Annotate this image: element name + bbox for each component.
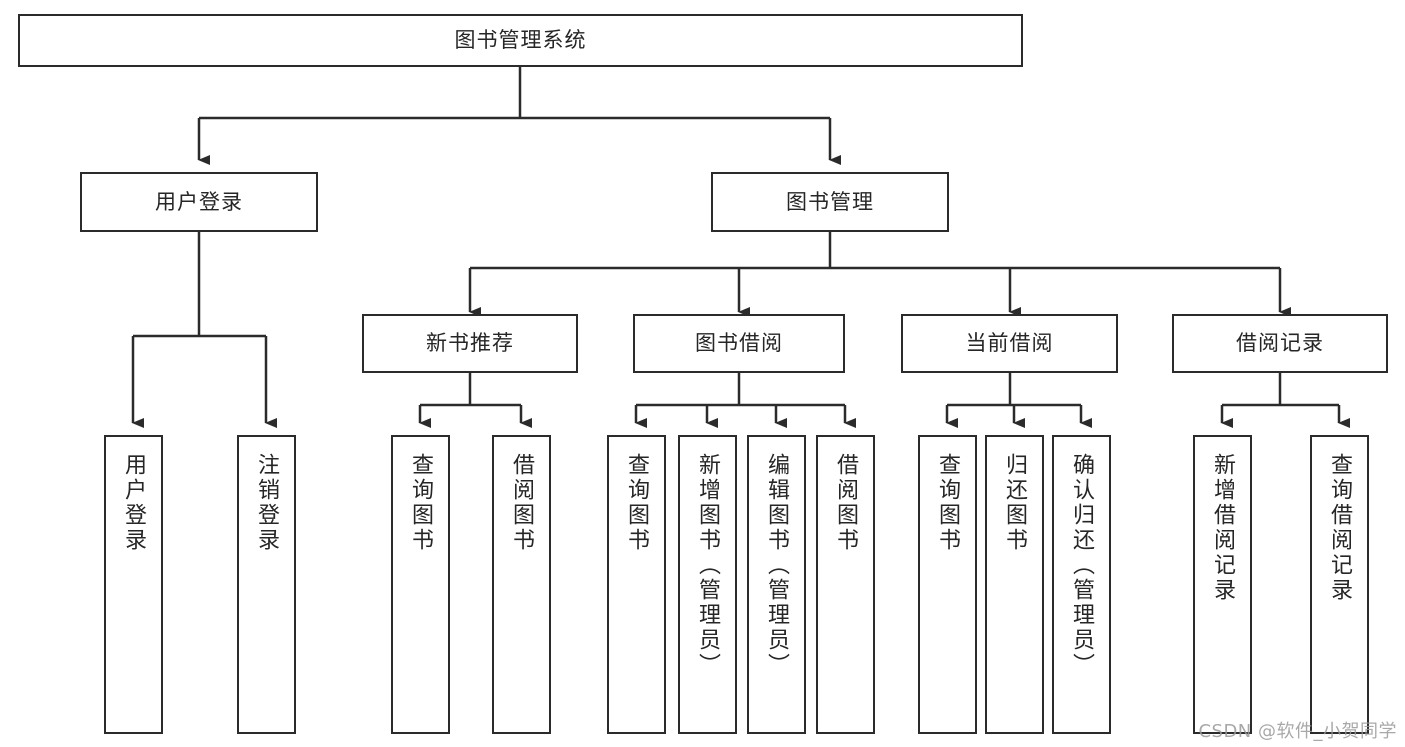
node-borrow-record[interactable]: 借阅记录 bbox=[1172, 314, 1388, 373]
node-label: 新书推荐 bbox=[426, 331, 514, 356]
node-new-book-recommend[interactable]: 新书推荐 bbox=[362, 314, 578, 373]
leaf-user-login-logout[interactable]: 注销登录 bbox=[237, 435, 296, 734]
leaf-user-login-login[interactable]: 用户登录 bbox=[104, 435, 163, 734]
node-label: 借阅图书 bbox=[509, 453, 535, 553]
node-label: 新增图书（管理员） bbox=[695, 453, 721, 678]
leaf-current-return-book[interactable]: 归还图书 bbox=[985, 435, 1044, 734]
leaf-current-query-book[interactable]: 查询图书 bbox=[918, 435, 977, 734]
leaf-borrow-edit-book-admin[interactable]: 编辑图书（管理员） bbox=[747, 435, 806, 734]
leaf-borrow-borrow-book[interactable]: 借阅图书 bbox=[816, 435, 875, 734]
node-label: 图书借阅 bbox=[695, 331, 783, 356]
node-label: 新增借阅记录 bbox=[1210, 453, 1236, 603]
leaf-record-add-record[interactable]: 新增借阅记录 bbox=[1193, 435, 1252, 734]
node-label: 编辑图书（管理员） bbox=[764, 453, 790, 678]
leaf-recommend-borrow-book[interactable]: 借阅图书 bbox=[492, 435, 551, 734]
node-label: 用户登录 bbox=[121, 453, 147, 553]
node-label: 查询借阅记录 bbox=[1327, 453, 1353, 603]
node-label: 查询图书 bbox=[408, 453, 434, 553]
node-label: 归还图书 bbox=[1002, 453, 1028, 553]
node-label: 借阅图书 bbox=[833, 453, 859, 553]
node-current-borrow[interactable]: 当前借阅 bbox=[901, 314, 1118, 373]
node-book-management[interactable]: 图书管理 bbox=[711, 172, 949, 232]
leaf-record-query-record[interactable]: 查询借阅记录 bbox=[1310, 435, 1369, 734]
node-label: 查询图书 bbox=[624, 453, 650, 553]
leaf-recommend-query-book[interactable]: 查询图书 bbox=[391, 435, 450, 734]
node-root-system[interactable]: 图书管理系统 bbox=[18, 14, 1023, 67]
node-user-login[interactable]: 用户登录 bbox=[80, 172, 318, 232]
csdn-watermark: CSDN @软件_小贺同学 bbox=[1198, 721, 1397, 742]
node-label: 图书管理系统 bbox=[454, 28, 587, 53]
node-label: 借阅记录 bbox=[1236, 331, 1324, 356]
node-label: 确认归还（管理员） bbox=[1069, 453, 1095, 678]
node-label: 图书管理 bbox=[786, 189, 874, 214]
leaf-borrow-add-book-admin[interactable]: 新增图书（管理员） bbox=[678, 435, 737, 734]
node-label: 用户登录 bbox=[155, 189, 243, 214]
node-label: 当前借阅 bbox=[965, 331, 1054, 356]
node-book-borrow[interactable]: 图书借阅 bbox=[633, 314, 845, 373]
leaf-current-confirm-return-admin[interactable]: 确认归还（管理员） bbox=[1052, 435, 1111, 734]
leaf-borrow-query-book[interactable]: 查询图书 bbox=[607, 435, 666, 734]
node-label: 查询图书 bbox=[935, 453, 961, 553]
node-label: 注销登录 bbox=[254, 453, 280, 553]
